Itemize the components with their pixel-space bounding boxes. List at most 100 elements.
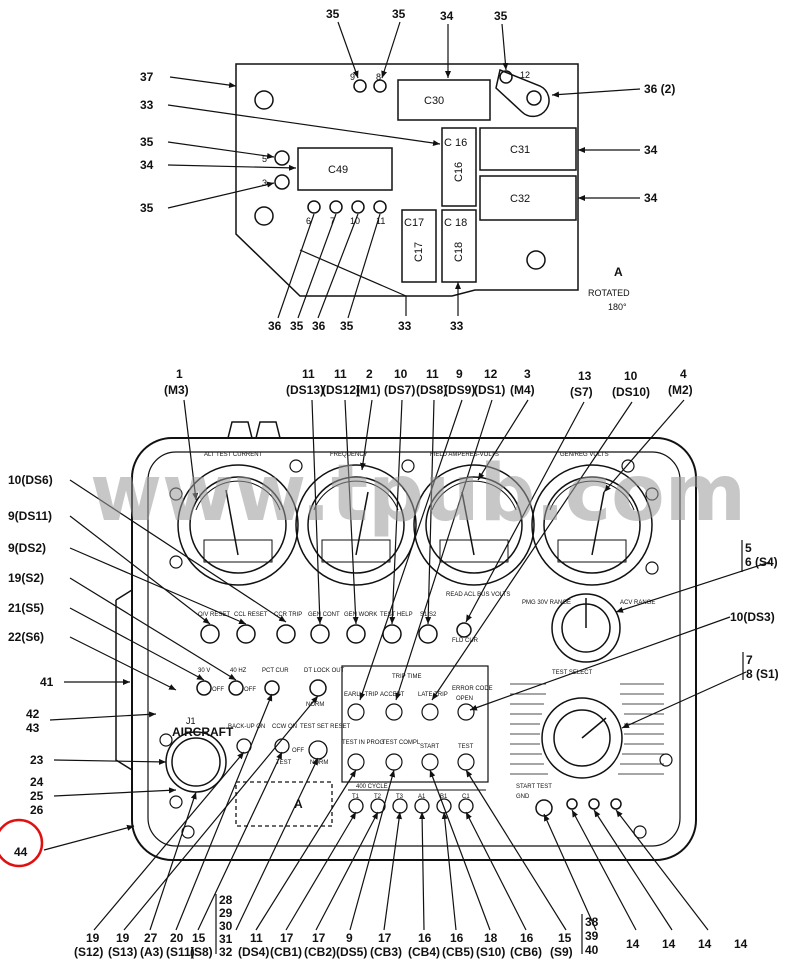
callout-s12: (S12) (74, 945, 103, 959)
label-test-help: TEST HELP (380, 612, 413, 618)
callout-15: 15 (558, 931, 572, 945)
label-terminal-12: 12 (520, 70, 530, 80)
jack-40[interactable] (610, 798, 622, 810)
label-40hz: 40 HZ (230, 668, 247, 674)
test-button[interactable] (457, 753, 475, 771)
callout-39: 39 (585, 929, 599, 943)
lamp-accept (385, 703, 403, 721)
meter-label-alt-test-current: ALT TEST CURRENT (204, 452, 263, 458)
label-cb-c1: C1 (462, 794, 470, 800)
label-terminal-8: 8 (376, 72, 381, 82)
callout-ds13: (DS13) (286, 383, 324, 397)
label-ov-reset: O/V RESET (198, 612, 230, 618)
callout-29: 29 (219, 906, 233, 920)
view-label-a: A (614, 265, 623, 279)
callout-10: 10 (624, 369, 638, 383)
callout-s13: (S13) (108, 945, 137, 959)
top-panel-outline (235, 63, 579, 297)
terminal-11 (373, 200, 387, 214)
callout-cb5: (CB5) (442, 945, 474, 959)
meter-m3 (177, 464, 299, 586)
callout-ds8: (DS8) (416, 383, 447, 397)
capacitor-c31-box (479, 127, 577, 171)
label-cb-a1: A1 (418, 794, 426, 800)
label-c17-mark: C17 (404, 217, 424, 229)
cb6[interactable] (458, 798, 474, 814)
label-ts-norm: NORM (310, 760, 328, 766)
lamp-ds12 (346, 624, 366, 644)
callout-34: 34 (644, 143, 658, 157)
meters (177, 464, 653, 586)
cb4[interactable] (414, 798, 430, 814)
watermark: www.tpub.com (90, 449, 746, 539)
callout-12: 12 (484, 367, 498, 381)
lamp-ds9 (456, 622, 472, 638)
terminal-7 (329, 200, 343, 214)
label-ccr-trip: CCR TRIP (274, 612, 302, 618)
callout-33: 33 (450, 319, 464, 333)
lamp-test-in-prog (347, 753, 365, 771)
callout-m3: (M3) (164, 383, 189, 397)
lug-hole (526, 90, 542, 106)
jack-39[interactable] (588, 798, 600, 810)
label-ccl-reset: CCL RESET (234, 612, 268, 618)
cb3[interactable] (392, 798, 408, 814)
callout-16: 16 (520, 931, 534, 945)
switch-test-set-reset[interactable] (308, 740, 328, 760)
mount-hole (254, 206, 274, 226)
start-button[interactable] (421, 753, 439, 771)
lamp-ds2 (236, 624, 256, 644)
switch-s3[interactable] (264, 680, 280, 696)
callout-13: 13 (578, 369, 592, 383)
jack-38[interactable] (566, 798, 578, 810)
capacitor-c17-box (401, 209, 437, 283)
label-off: OFF (244, 687, 256, 693)
lamp-test-compl (385, 753, 403, 771)
callout-23: 23 (30, 753, 44, 767)
callout-11: 11 (426, 367, 439, 381)
trip-time-frame (341, 665, 489, 783)
test-select (510, 683, 664, 817)
label-cb-t3: T3 (396, 794, 404, 800)
cb1[interactable] (348, 798, 364, 814)
callout-26: 26 (30, 803, 44, 817)
terminal-5 (274, 150, 290, 166)
callout-s9: (S9) (550, 945, 573, 959)
switch-s5[interactable] (196, 680, 212, 696)
label-30v: 30 V (198, 668, 210, 674)
switch-lockout[interactable] (309, 679, 327, 697)
label-gen-work: GEN WORK (344, 612, 377, 618)
callout-14: 14 (662, 937, 676, 951)
label-test-compl: TEST COMPL (382, 740, 421, 746)
lamp-open (457, 703, 475, 721)
label-accept: ACCEPT (380, 692, 405, 698)
callout-ds12: (DS12) (322, 383, 360, 397)
callout-ds10: (DS10) (612, 385, 650, 399)
switch-s2[interactable] (228, 680, 244, 696)
label-pmg-range: PMG 30V RANGE (522, 600, 571, 606)
top-row-callouts: 1 (M3) 11 (DS13) 11 (DS12) 2 (M1) 10 (DS… (164, 367, 693, 399)
label-c18: C18 (453, 242, 465, 262)
start-test-lamp (535, 799, 553, 817)
callout-ds9: (DS9) (444, 383, 475, 397)
callout-33: 33 (398, 319, 412, 333)
callout-28: 28 (219, 893, 233, 907)
callout-s8: (S8) (190, 945, 213, 959)
lamp-early-trip (347, 703, 365, 721)
callout-27: 27 (144, 931, 158, 945)
callout-40: 40 (585, 943, 599, 957)
callout-19: 19 (86, 931, 100, 945)
label-cb-t1: T1 (352, 794, 360, 800)
meter-m1 (295, 464, 417, 586)
label-terminal-9: 9 (350, 72, 355, 82)
label-ccw: CCW ON (272, 724, 297, 730)
callout-m1: (M1) (356, 383, 381, 397)
indicator-lamps (200, 622, 472, 644)
inset-label-a: A (294, 797, 303, 811)
range-selector (551, 593, 621, 663)
terminal-10 (351, 200, 365, 214)
label-gnd: GND (516, 794, 530, 800)
trip-time-section (341, 665, 489, 783)
label-pct-cur: PCT CUR (262, 668, 289, 674)
